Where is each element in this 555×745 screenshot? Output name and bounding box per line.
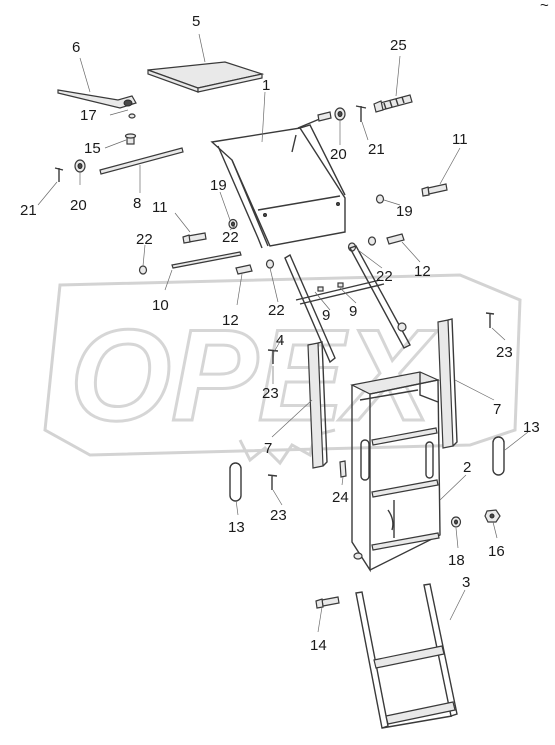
callout-5: 5 xyxy=(192,13,200,30)
part-cotter-pin-23-right xyxy=(485,312,495,328)
callout-17: 17 xyxy=(80,107,97,124)
part-step-box xyxy=(350,371,441,573)
callout-22-a: 22 xyxy=(136,231,153,248)
part-rubber-loop-right xyxy=(492,436,505,476)
part-washer-18 xyxy=(450,516,462,528)
part-bolt-left xyxy=(182,232,207,244)
part-top-plate xyxy=(147,61,265,93)
callout-2: 2 xyxy=(463,459,471,476)
callout-6: 6 xyxy=(72,39,80,56)
callout-11-left: 11 xyxy=(152,199,168,216)
part-pin-12-right xyxy=(367,233,405,246)
part-bolt-right xyxy=(421,183,448,197)
callout-13-left: 13 xyxy=(228,519,245,536)
part-washer-22 xyxy=(265,242,357,269)
callout-7-right: 7 xyxy=(493,401,501,418)
part-cotter-pin-right xyxy=(355,105,367,122)
callout-20-right: 20 xyxy=(330,146,347,163)
callout-21-right: 21 xyxy=(368,141,385,158)
callout-8: 8 xyxy=(133,195,141,212)
callout-15: 15 xyxy=(84,140,101,157)
part-large-bolt xyxy=(373,94,413,113)
callout-1: 1 xyxy=(262,77,270,94)
part-cotter-pin-23-lower xyxy=(267,474,278,490)
callout-23-right: 23 xyxy=(496,344,513,361)
callout-3: 3 xyxy=(462,574,470,591)
part-strut-right xyxy=(437,318,458,449)
callout-10: 10 xyxy=(152,297,169,314)
callout-9-left: 9 xyxy=(322,307,330,324)
part-linkage-arms xyxy=(284,245,411,364)
part-washer-19-right xyxy=(375,194,385,204)
part-pin-4 xyxy=(267,349,279,364)
part-washer-right xyxy=(334,107,346,121)
part-washer-left xyxy=(74,159,86,173)
callout-22-b: 22 xyxy=(222,229,239,246)
callout-7-left: 7 xyxy=(264,440,272,457)
corner-mark: ~ xyxy=(540,0,549,14)
callout-4: 4 xyxy=(276,332,284,349)
callout-19-right: 19 xyxy=(396,203,413,220)
callout-14: 14 xyxy=(310,637,327,654)
callout-11-right: 11 xyxy=(452,131,468,148)
part-pin-12-left xyxy=(235,264,253,275)
part-rod-10 xyxy=(138,251,242,275)
callout-23-lower: 23 xyxy=(270,507,287,524)
callout-19-left: 19 xyxy=(210,177,227,194)
callout-22-d: 22 xyxy=(268,302,285,319)
part-washer-19-left xyxy=(228,218,238,230)
callout-16: 16 xyxy=(488,543,505,560)
part-bolt-14 xyxy=(315,596,340,609)
callout-20-left: 20 xyxy=(70,197,87,214)
watermark-text: ОРЕХ xyxy=(70,302,439,448)
part-upper-frame xyxy=(210,111,346,249)
part-pin-24 xyxy=(339,460,347,478)
part-cotter-pin-left xyxy=(54,167,64,182)
part-strut-left xyxy=(307,341,328,469)
callout-22-c: 22 xyxy=(376,268,393,285)
part-nut-16 xyxy=(484,509,501,523)
part-hinge-bracket xyxy=(57,89,137,119)
part-ladder xyxy=(355,583,458,729)
callout-9-right: 9 xyxy=(349,303,357,320)
callout-12-right: 12 xyxy=(414,263,431,280)
part-small-bolt xyxy=(124,133,137,145)
callout-12-left: 12 xyxy=(222,312,239,329)
watermark-logo: ОРЕХ xyxy=(43,273,522,466)
callout-24: 24 xyxy=(332,489,349,506)
callout-18: 18 xyxy=(448,552,465,569)
callout-23-left: 23 xyxy=(262,385,279,402)
callout-21-left: 21 xyxy=(20,202,37,219)
part-rubber-loop-left xyxy=(229,462,242,502)
leader-lines xyxy=(37,33,529,633)
part-long-rod xyxy=(99,147,184,175)
callout-25: 25 xyxy=(390,37,407,54)
callout-13-right: 13 xyxy=(523,419,540,436)
callouts: 5 6 25 1 17 15 20 21 11 21 20 8 19 19 11… xyxy=(20,13,540,654)
